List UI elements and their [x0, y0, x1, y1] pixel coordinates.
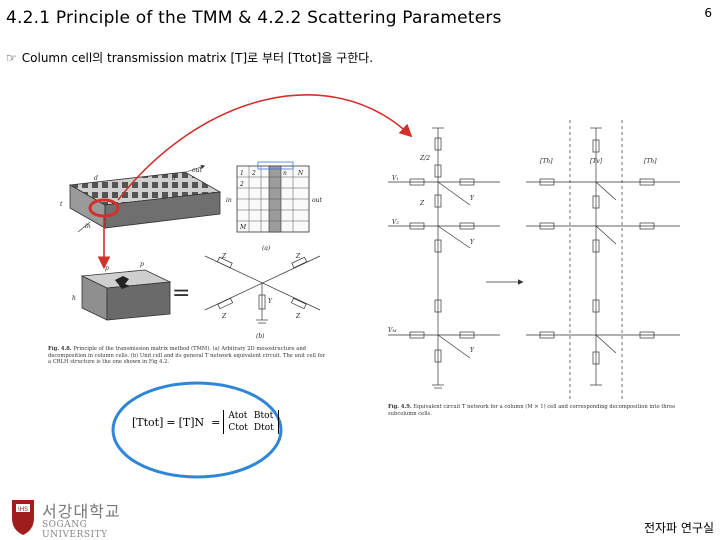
bullet-line: ☞ Column cell의 transmission matrix [T]로 부…	[6, 49, 373, 66]
matrix-c: Ctot	[228, 423, 248, 433]
svg-text:d: d	[94, 175, 98, 182]
equation-eq: =	[166, 415, 176, 429]
svg-text:=: =	[172, 281, 190, 306]
svg-text:in: in	[85, 223, 91, 230]
svg-text:IHS: IHS	[18, 506, 28, 513]
matrix-b: Btot	[253, 411, 274, 421]
svg-text:Z: Z	[419, 200, 425, 207]
logo-korean: 서강대학교	[42, 502, 121, 521]
svg-text:V₁: V₁	[392, 175, 399, 182]
svg-text:Y: Y	[470, 239, 475, 246]
subcolumn-label-h2: [Th]	[644, 158, 657, 165]
lab-name: 전자파 연구실	[643, 521, 714, 535]
subcolumn-cells	[526, 120, 680, 400]
svg-text:1: 1	[240, 170, 244, 177]
matrix-d: Dtot	[253, 423, 274, 433]
logo-english: SOGANG UNIVERSITY	[42, 520, 108, 540]
svg-text:2: 2	[251, 170, 256, 177]
mesostructure-3d: d d t in out	[60, 164, 222, 233]
svg-text:V₂: V₂	[392, 219, 399, 226]
column-cell-grid: 1 2 n N 2 M in out (a)	[226, 161, 322, 252]
out-label: out	[192, 167, 202, 174]
svg-text:n: n	[283, 170, 287, 177]
svg-text:Z: Z	[295, 313, 301, 320]
t-network-circuit	[204, 255, 321, 324]
fig49-label: Fig. 4.9.	[388, 404, 412, 410]
equation-rhs: [T]N	[178, 415, 205, 429]
unit-cell-3d: h p p	[72, 261, 172, 321]
svg-text:Y: Y	[470, 195, 475, 202]
sogang-logo: 서강대학교 SOGANG UNIVERSITY	[8, 496, 148, 540]
subcolumn-label-v: [Tv]	[590, 158, 603, 165]
label-a: (a)	[262, 245, 271, 252]
svg-text:VM: VM	[388, 327, 397, 334]
fig48-caption: Principle of the transmission matrix met…	[48, 346, 326, 366]
matrix-a: Atot	[228, 411, 248, 421]
red-curved-arrow	[117, 94, 413, 201]
slide-title: 4.2.1 Principle of the TMM & 4.2.2 Scatt…	[6, 8, 502, 28]
equation-matrix: Atot Btot Ctot Dtot	[223, 410, 279, 434]
svg-text:p: p	[105, 265, 109, 272]
svg-text:Z: Z	[221, 253, 227, 260]
svg-text:t: t	[60, 201, 63, 208]
out-port-label: out	[312, 197, 322, 204]
svg-text:M: M	[239, 224, 247, 231]
svg-text:Y: Y	[470, 347, 475, 354]
page-number: 6	[704, 6, 712, 20]
svg-text:Y: Y	[268, 298, 273, 305]
ttot-equation: [Ttot] = [T]N = Atot Btot Ctot Dtot	[132, 410, 279, 434]
fig48-label: Fig. 4.8.	[48, 346, 72, 352]
svg-text:Z: Z	[221, 313, 227, 320]
in-port-label: in	[226, 197, 232, 204]
svg-text:Z: Z	[295, 253, 301, 260]
column-t-network	[388, 127, 500, 389]
svg-text:2: 2	[239, 181, 244, 188]
bullet-text: Column cell의 transmission matrix [T]로 부터…	[21, 51, 374, 65]
svg-text:d: d	[172, 175, 176, 182]
fig49-caption: Equivalent circuit T network for a colum…	[388, 404, 676, 417]
pointing-hand-icon: ☞	[6, 51, 17, 65]
label-b: (b)	[256, 333, 265, 340]
svg-text:Z/2: Z/2	[419, 155, 430, 162]
subcolumn-label-h1: [Th]	[540, 158, 553, 165]
equation-highlight	[111, 381, 283, 479]
svg-text:h: h	[72, 295, 76, 302]
svg-text:N: N	[297, 170, 304, 177]
sogang-logo-icon: IHS	[12, 500, 34, 535]
svg-text:p: p	[140, 261, 144, 268]
equation-lhs: [Ttot]	[132, 415, 164, 429]
